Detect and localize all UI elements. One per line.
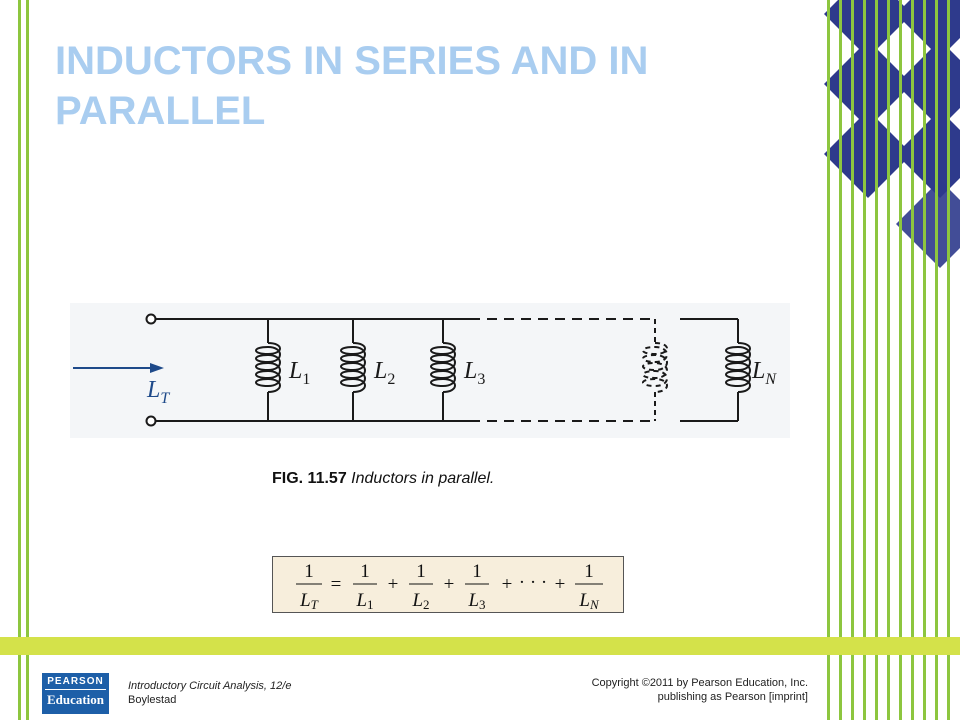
inductor-dashed (642, 319, 668, 421)
footer-copyright-line2: publishing as Pearson [imprint] (657, 691, 808, 703)
label-l2: L2 (373, 358, 395, 388)
footer-copyright: Copyright ©2011 by Pearson Education, In… (592, 676, 808, 704)
figure-caption: FIG. 11.57 Inductors in parallel. (272, 470, 494, 488)
formula-lhs-numerator: 1 (304, 561, 314, 582)
formula-term3-denominator: L3 (467, 590, 485, 612)
formula-term3-numerator: 1 (472, 561, 482, 582)
pearson-logo-bottom: Education (46, 692, 105, 707)
formula-termn-numerator: 1 (584, 561, 594, 582)
formula-plus-1: + (388, 574, 399, 595)
top-terminal (145, 313, 157, 325)
bottom-terminal (145, 415, 157, 427)
label-l1: L1 (288, 358, 310, 388)
formula-ellipsis: · · · (519, 572, 547, 593)
formula-term2-numerator: 1 (416, 561, 426, 582)
inductor-l3 (430, 319, 456, 421)
parallel-inductance-formula: 1 LT = 1 L1 + 1 L2 + 1 L3 + · · · + 1 LN (296, 561, 603, 612)
label-l3: L3 (463, 358, 485, 388)
figure-caption-number: FIG. 11.57 (272, 470, 347, 487)
green-stripes (18, 0, 950, 720)
label-ln: LN (751, 358, 777, 388)
formula-plus-3: + (502, 574, 513, 595)
label-lt: LT (146, 377, 170, 407)
formula-plus-4: + (555, 574, 566, 595)
footer-book-title: Introductory Circuit Analysis, 12/e (128, 680, 292, 692)
formula-box (272, 556, 624, 613)
slide-title: INDUCTORS IN SERIES AND IN PARALLEL (55, 39, 649, 133)
formula-term2-denominator: L2 (411, 590, 429, 612)
yellow-footer-bar (0, 637, 960, 655)
figure-background (70, 303, 790, 438)
formula-term1-numerator: 1 (360, 561, 370, 582)
figure-caption-text: Inductors in parallel. (351, 470, 495, 487)
inductor-ln (725, 319, 751, 421)
formula-equals: = (331, 574, 342, 595)
current-arrow (73, 363, 164, 373)
formula-lhs-denominator: LT (299, 590, 319, 612)
inductor-l1 (255, 319, 281, 421)
pearson-logo-top: PEARSON (45, 676, 106, 690)
footer-copyright-line1: Copyright ©2011 by Pearson Education, In… (591, 677, 808, 689)
inductor-l2 (340, 319, 366, 421)
footer-book-author: Boylestad (128, 694, 177, 706)
formula-termn-denominator: LN (578, 590, 600, 612)
footer-book-info: Introductory Circuit Analysis, 12/e Boyl… (128, 679, 291, 707)
formula-term1-denominator: L1 (355, 590, 373, 612)
pearson-logo: PEARSON Education (42, 673, 109, 714)
formula-plus-2: + (444, 574, 455, 595)
